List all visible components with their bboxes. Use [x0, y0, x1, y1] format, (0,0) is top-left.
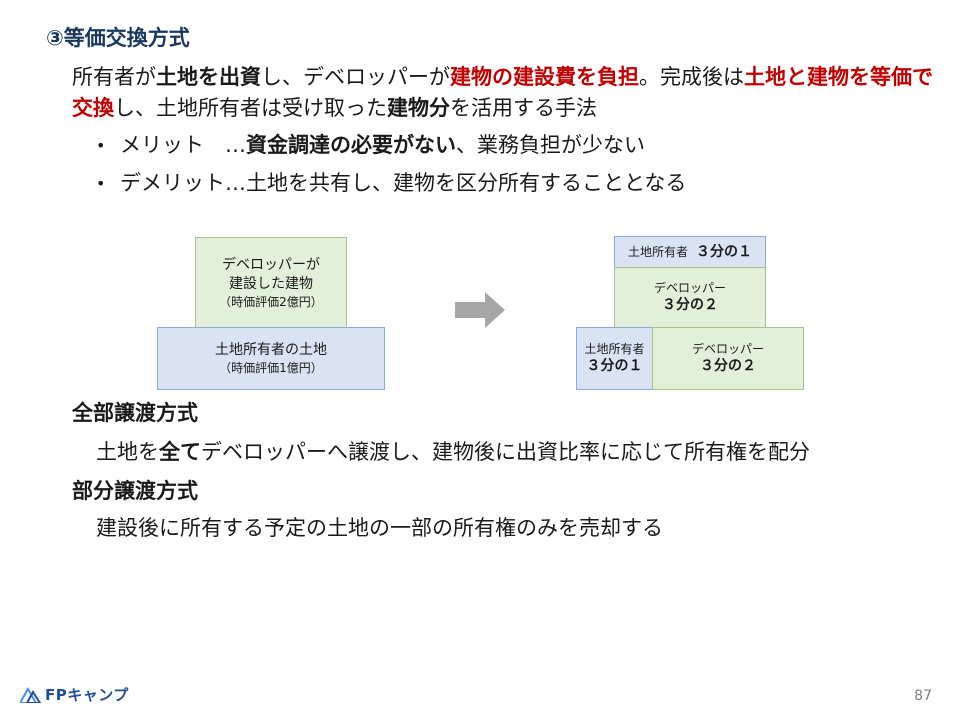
- developer-land-share-box: デベロッパー ３分の２: [652, 327, 804, 390]
- owner-land-box: 土地所有者の土地 （時価評価1億円）: [157, 327, 385, 390]
- bullet-dot: •: [96, 174, 106, 193]
- owner-share-fraction: ３分の１: [696, 243, 752, 260]
- merit-lead: メリット …: [120, 133, 246, 157]
- full-transfer-bold-all: 全て: [159, 440, 201, 464]
- bullet-merit: • メリット …資金調達の必要がない、業務負担が少ない: [96, 130, 645, 161]
- slide-title: ③等価交換方式: [46, 26, 190, 50]
- owner-land-share-name: 土地所有者: [584, 342, 645, 356]
- intro-text: 。完成後は: [639, 65, 744, 89]
- land-label: 土地所有者の土地: [215, 342, 327, 358]
- developer-building-share-box: デベロッパー ３分の２: [614, 267, 766, 328]
- developer-land-share-name: デベロッパー: [691, 342, 764, 356]
- building-label-2: 建設した建物: [229, 275, 313, 292]
- section-partial-transfer-heading: 部分譲渡方式: [72, 479, 198, 503]
- logo-text: FPキャンプ: [45, 686, 129, 704]
- developer-share-fraction: ３分の２: [662, 297, 718, 313]
- merit-bold: 資金調達の必要がない: [246, 133, 456, 157]
- developer-land-share-fraction: ３分の２: [700, 358, 756, 374]
- developer-building-box: デベロッパーが 建設した建物 （時価評価2億円）: [195, 237, 347, 328]
- bullet-demerit: • デメリット…土地を共有し、建物を区分所有することとなる: [96, 168, 686, 199]
- intro-paragraph: 所有者が土地を出資し、デベロッパーが建物の建設費を負担。完成後は土地と建物を等価…: [72, 62, 942, 124]
- section-full-transfer-text: 土地を全てデベロッパーへ譲渡し、建物後に出資比率に応じて所有権を配分: [96, 437, 810, 467]
- full-transfer-text-1: 土地を: [96, 440, 159, 464]
- merit-tail: 、業務負担が少ない: [456, 133, 645, 157]
- owner-land-share-box: 土地所有者 ３分の１: [576, 327, 653, 390]
- bullet-dot: •: [96, 136, 106, 155]
- intro-red-equal-exchange: 土地と建物を等価で交換: [72, 65, 933, 120]
- intro-text: 所有者が: [72, 65, 156, 89]
- building-label-1: デベロッパーが: [222, 256, 320, 273]
- owner-share-name: 土地所有者: [627, 245, 688, 259]
- land-valuation: （時価評価1億円）: [219, 361, 323, 375]
- section-partial-transfer-text: 建設後に所有する予定の土地の一部の所有権のみを売却する: [96, 516, 663, 540]
- intro-bold-building-share: 建物分: [387, 96, 450, 120]
- page-number: 87: [914, 688, 932, 704]
- footer-logo: FPキャンプ: [20, 684, 129, 705]
- section-full-transfer-heading: 全部譲渡方式: [72, 401, 198, 425]
- demerit-text: デメリット…土地を共有し、建物を区分所有することとなる: [120, 171, 687, 195]
- intro-red-construction-cost: 建物の建設費を負担: [450, 65, 639, 89]
- intro-text: し、デベロッパーが: [261, 65, 450, 89]
- full-transfer-text-2: デベロッパーへ譲渡し、建物後に出資比率に応じて所有権を配分: [201, 440, 810, 464]
- intro-text: を活用する手法: [450, 96, 597, 120]
- developer-share-name: デベロッパー: [653, 281, 726, 295]
- building-valuation: （時価評価2億円）: [219, 294, 323, 309]
- right-arrow-icon: [455, 292, 505, 328]
- intro-text: し、土地所有者は受け取った: [114, 96, 387, 120]
- intro-bold-land-contribution: 土地を出資: [156, 65, 261, 89]
- fp-camp-logo-icon: [20, 686, 42, 703]
- owner-land-share-fraction: ３分の１: [586, 358, 643, 374]
- owner-building-share-box: 土地所有者 ３分の１: [614, 236, 766, 268]
